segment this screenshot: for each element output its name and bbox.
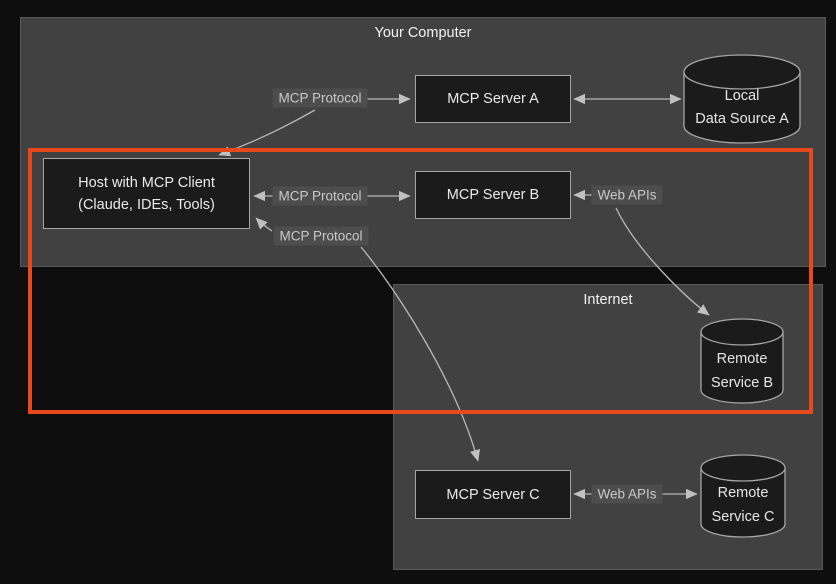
host-label-line1: Host with MCP Client xyxy=(78,174,215,191)
remote-c-line2: Service C xyxy=(711,509,775,525)
mcp-server-c-node: MCP Server C xyxy=(415,470,571,519)
remote-service-c-label: Remote Service C xyxy=(701,481,785,529)
mcp-protocol-label-a: MCP Protocol xyxy=(272,88,368,108)
remote-b-line1: Remote xyxy=(716,351,768,367)
remote-service-b-cylinder-icon xyxy=(700,318,784,404)
server-b-label: MCP Server B xyxy=(446,187,540,203)
web-apis-label-c: Web APIs xyxy=(591,484,663,504)
local-a-line2: Data Source A xyxy=(695,111,789,127)
mcp-server-b-node: MCP Server B xyxy=(415,171,571,219)
internet-title: Internet xyxy=(583,292,633,308)
mcp-protocol-label-b: MCP Protocol xyxy=(272,186,368,206)
remote-b-line2: Service B xyxy=(710,375,774,391)
web-apis-label-b: Web APIs xyxy=(591,185,663,205)
remote-c-line1: Remote xyxy=(717,485,769,501)
remote-service-c-cylinder-icon xyxy=(700,454,786,538)
host-label-line2: (Claude, IDEs, Tools) xyxy=(78,196,215,213)
local-a-line1: Local xyxy=(724,88,760,104)
mcp-protocol-label-c: MCP Protocol xyxy=(273,226,369,246)
server-c-label: MCP Server C xyxy=(446,486,540,503)
remote-service-b-label: Remote Service B xyxy=(701,347,783,395)
arrow-mcp-protocol-to-host-top xyxy=(218,109,316,157)
server-a-label: MCP Server A xyxy=(447,91,539,107)
your-computer-title: Your Computer xyxy=(374,25,472,41)
local-data-source-a-label: Local Data Source A xyxy=(684,85,800,131)
arrow-mcp-protocol-to-server-c xyxy=(360,246,481,462)
arrow-mcp-protocol-to-host-side xyxy=(255,217,273,232)
mcp-server-a-node: MCP Server A xyxy=(415,75,571,123)
host-with-mcp-client-node: Host with MCP Client (Claude, IDEs, Tool… xyxy=(43,158,250,229)
local-data-source-a-cylinder-icon xyxy=(683,54,801,144)
arrow-web-apis-to-remote-service-b xyxy=(615,207,710,316)
